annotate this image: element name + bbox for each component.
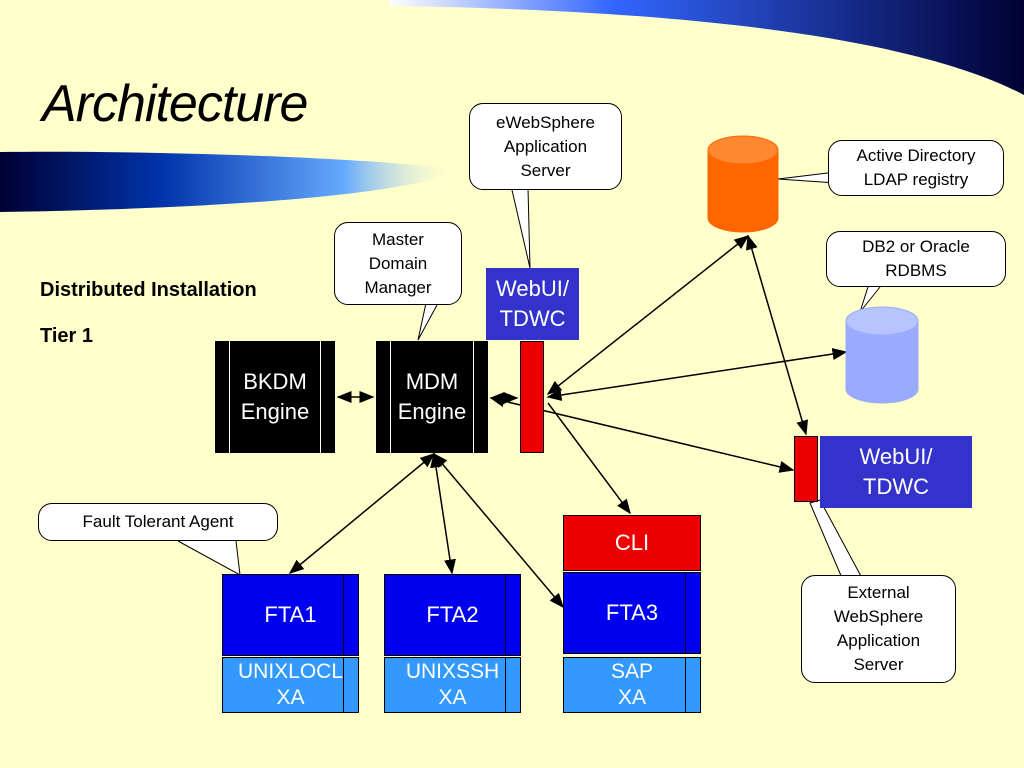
active-directory-database-icon — [707, 135, 779, 233]
page-title: Architecture — [42, 75, 308, 133]
webui-right-connector-bar — [794, 436, 818, 502]
ewebsphere-callout: eWebSphere Application Server — [469, 103, 622, 190]
webui-tdwc-top-label: WebUI/ TDWC — [496, 276, 569, 331]
fta1-label: FTA1 — [264, 602, 317, 627]
cli-box: CLI — [563, 515, 701, 571]
bkdm-engine-box: BKDM Engine — [215, 341, 335, 453]
mdm-engine-label: MDM Engine — [397, 369, 467, 424]
fta2-label: FTA2 — [426, 602, 479, 627]
subtitle-tier: Tier 1 — [40, 325, 93, 347]
rdbms-database-icon — [845, 306, 919, 404]
master-domain-manager-label: Master Domain Manager — [364, 229, 432, 297]
fault-tolerant-callout: Fault Tolerant Agent — [38, 503, 278, 541]
master-domain-manager-callout: Master Domain Manager — [334, 222, 462, 305]
external-websphere-callout: External WebSphere Application Server — [801, 575, 956, 683]
fta2-xa-label: UNIXSSH XA — [405, 660, 500, 709]
webui-tdwc-right-label: WebUI/ TDWC — [859, 444, 933, 499]
fta1-box: FTA1 — [222, 574, 359, 656]
mdm-engine-box: MDM Engine — [376, 341, 488, 453]
webui-top-connector-bar — [520, 341, 544, 453]
webui-tdwc-top-box: WebUI/ TDWC — [486, 268, 579, 340]
db2-oracle-label: DB2 or Oracle RDBMS — [862, 237, 970, 280]
active-directory-callout: Active Directory LDAP registry — [828, 140, 1004, 196]
fault-tolerant-label: Fault Tolerant Agent — [82, 512, 234, 531]
fta2-box: FTA2 — [384, 574, 521, 656]
fta3-xa-box: SAP XA — [563, 657, 701, 713]
fta1-xa-box: UNIXLOCL XA — [222, 657, 359, 713]
cli-label: CLI — [614, 530, 650, 555]
fta3-label: FTA3 — [605, 600, 659, 625]
db2-oracle-callout: DB2 or Oracle RDBMS — [826, 231, 1006, 287]
fta3-box: FTA3 — [563, 572, 701, 654]
external-websphere-label: External WebSphere Application Server — [833, 583, 924, 674]
webui-tdwc-right-box: WebUI/ TDWC — [820, 436, 972, 508]
fta2-xa-box: UNIXSSH XA — [384, 657, 521, 713]
fta1-xa-label: UNIXLOCL XA — [237, 660, 344, 709]
fta3-xa-label: SAP XA — [610, 660, 654, 709]
subtitle-distributed: Distributed Installation — [40, 279, 257, 301]
active-directory-label: Active Directory LDAP registry — [856, 146, 976, 189]
bkdm-engine-label: BKDM Engine — [240, 369, 310, 424]
ewebsphere-callout-label: eWebSphere Application Server — [496, 112, 595, 180]
